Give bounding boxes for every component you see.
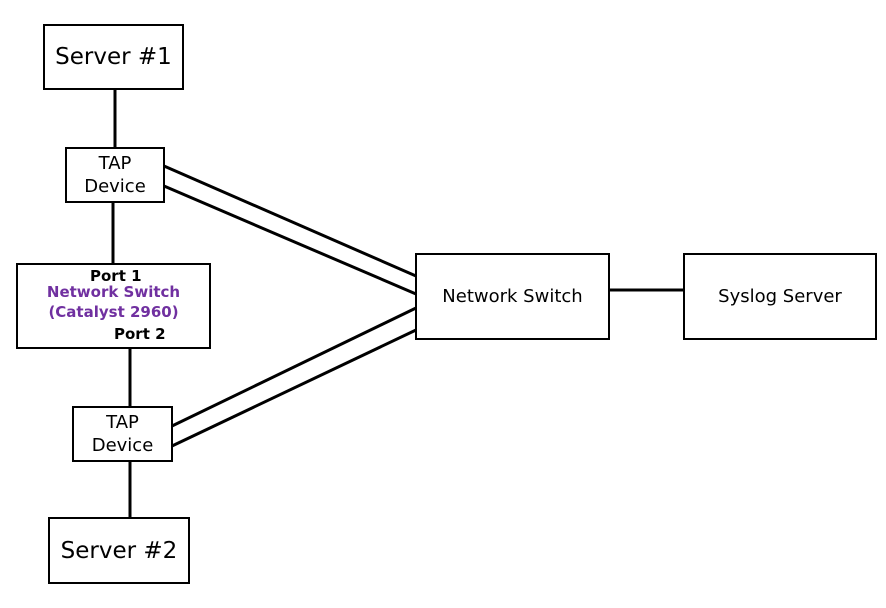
server1-box: Server #1: [43, 24, 184, 90]
port1-label: Port 1: [90, 267, 142, 285]
server1-label: Server #1: [55, 44, 172, 70]
network-switch-label: Network Switch: [442, 286, 583, 307]
syslog-server-label: Syslog Server: [718, 286, 842, 307]
link-tap2-switch-a: [171, 306, 417, 428]
link-tap2-switch-b: [171, 328, 417, 448]
tap1-label-line1: TAP: [98, 153, 132, 174]
inner-switch-box: Port 1 Network Switch (Catalyst 2960) Po…: [16, 263, 211, 349]
server2-label: Server #2: [60, 537, 178, 564]
server2-box: Server #2: [48, 517, 190, 584]
link-tap1-switch-a: [163, 164, 417, 278]
tap2-label-line1: TAP: [106, 412, 139, 433]
inner-switch-model: (Catalyst 2960): [48, 303, 179, 321]
tap1-label-line2: Device: [84, 176, 146, 197]
tap2-box: TAP Device: [72, 406, 173, 462]
syslog-server-box: Syslog Server: [683, 253, 877, 340]
network-switch-box: Network Switch: [415, 253, 610, 340]
port2-label: Port 2: [114, 325, 166, 343]
link-tap1-switch-b: [163, 184, 417, 296]
tap2-label-line2: Device: [91, 435, 154, 456]
tap1-box: TAP Device: [65, 147, 165, 203]
inner-switch-name: Network Switch: [46, 283, 181, 301]
